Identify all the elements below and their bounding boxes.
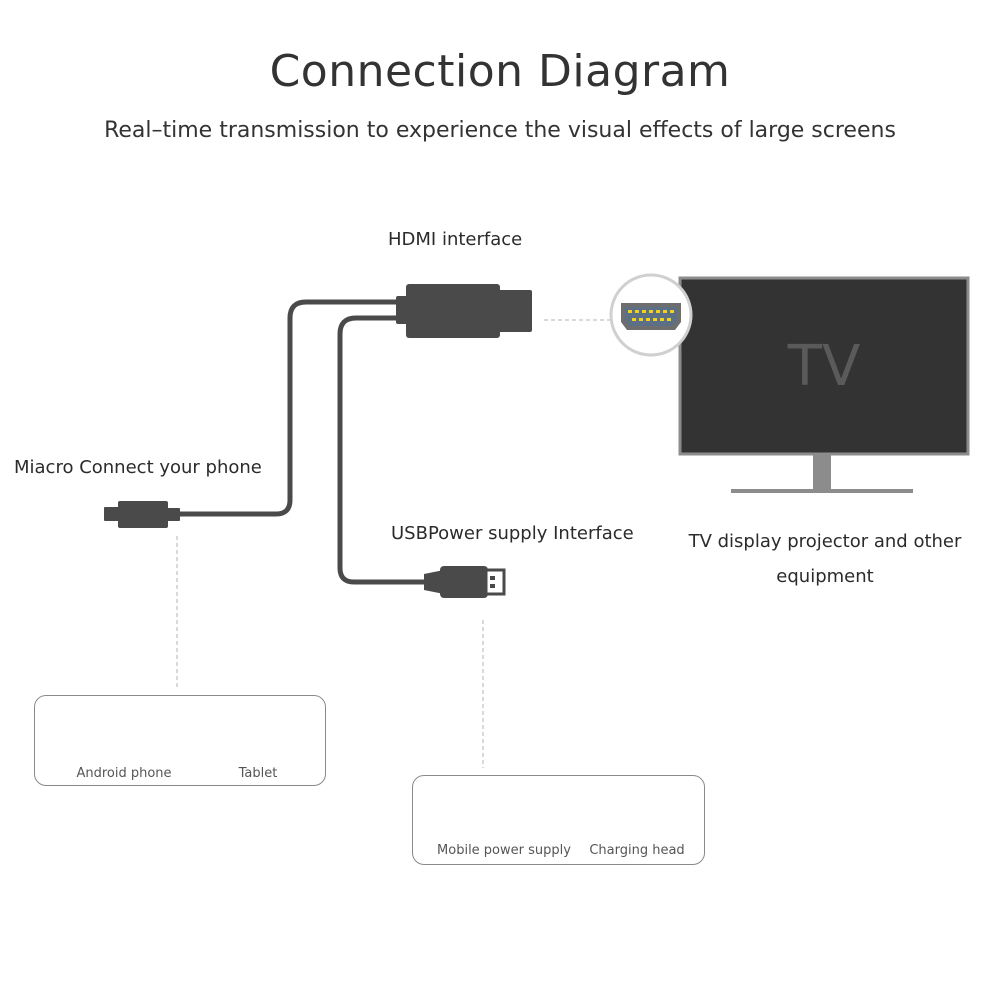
tv-monitor: [678, 276, 970, 493]
usb-power-cable: [337, 315, 427, 585]
hdmi-interface-label: HDMI interface: [388, 229, 523, 250]
micro-usb-cable: [177, 299, 401, 517]
usb-power-label: USBPower supply Interface: [391, 523, 634, 544]
guide-lines: [176, 319, 612, 768]
hdmi-plug: [396, 284, 532, 338]
mobile-power-supply-label: Mobile power supply: [437, 843, 571, 858]
micro-usb-plug: [104, 501, 180, 528]
cables: [177, 299, 427, 585]
micro-connect-label: Miacro Connect your phone: [14, 457, 262, 478]
tv-description-label: TV display projector and other equipment: [688, 531, 962, 587]
android-phone-label: Android phone: [76, 766, 172, 781]
tablet-label: Tablet: [238, 766, 278, 781]
page-subtitle: Real–time transmission to experience the…: [104, 118, 896, 143]
hdmi-port-icon: [609, 273, 693, 357]
charging-head-label: Charging head: [589, 843, 685, 858]
phone-devices-box: [34, 695, 326, 786]
usb-a-plug: [424, 566, 506, 598]
power-devices-box: [412, 775, 705, 865]
page-title: Connection Diagram: [269, 46, 731, 97]
tv-screen-text: TV: [787, 334, 861, 399]
